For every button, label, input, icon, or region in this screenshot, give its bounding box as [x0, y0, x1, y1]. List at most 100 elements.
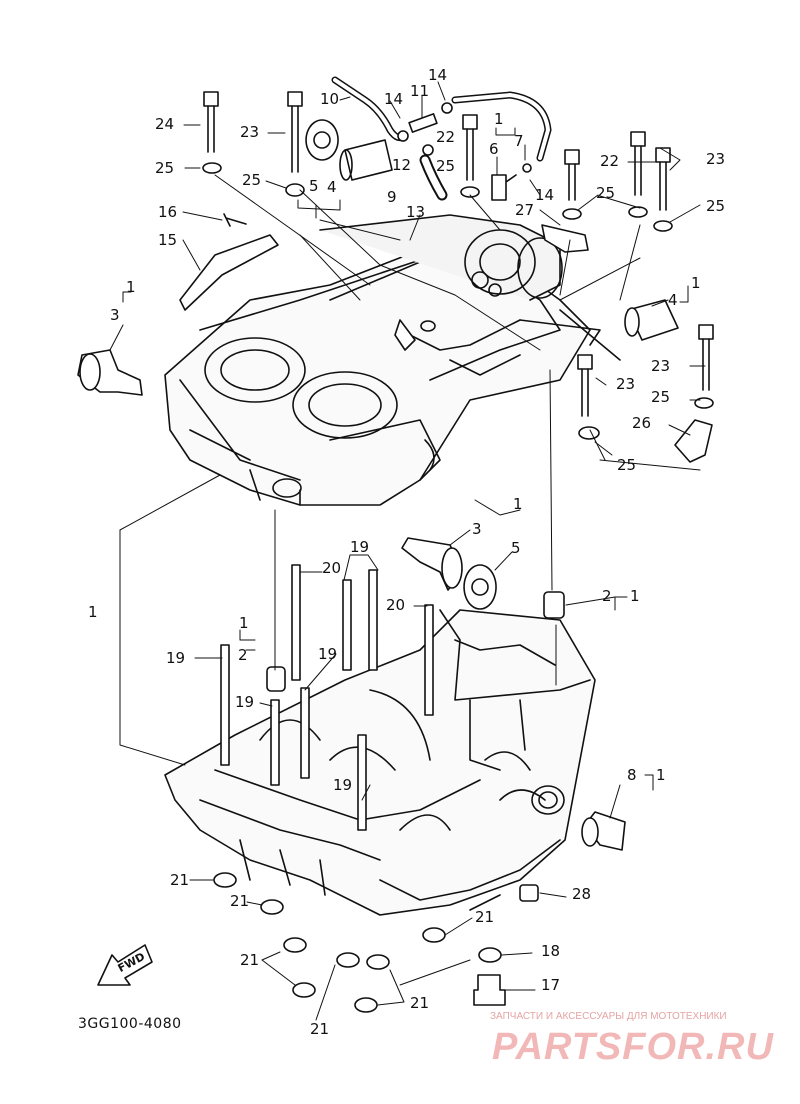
gasket-15 [179, 234, 279, 311]
callout-25: 25 [436, 157, 456, 175]
bolt-22a [462, 114, 478, 181]
lower-crankcase [164, 609, 596, 916]
leader-lines [109, 81, 706, 1021]
clip-14c [522, 163, 532, 173]
washer-25h [578, 426, 600, 440]
callout-1: 1 [656, 766, 666, 784]
callout-6: 6 [489, 140, 499, 158]
callout-19: 19 [333, 776, 353, 794]
bracket-26 [674, 419, 713, 463]
callout-23: 23 [706, 150, 726, 168]
clip-14b [397, 130, 409, 142]
callout-3: 3 [472, 520, 482, 538]
studs [220, 564, 434, 831]
callout-7: 7 [514, 132, 524, 150]
washer-25b [285, 183, 305, 197]
callout-1: 1 [88, 603, 98, 621]
bolt-23a [287, 91, 303, 173]
callout-1: 1 [494, 110, 504, 128]
callout-24: 24 [155, 115, 175, 133]
callout-2: 2 [602, 587, 612, 605]
callout-21: 21 [240, 951, 260, 969]
callout-25: 25 [596, 184, 616, 202]
fwd-arrow [97, 944, 153, 986]
callout-17: 17 [541, 976, 561, 994]
fitting-6 [491, 174, 517, 201]
callout-13: 13 [406, 203, 426, 221]
callout-1: 1 [513, 495, 523, 513]
clip-12 [422, 144, 434, 156]
callout-19: 19 [166, 649, 186, 667]
callout-25: 25 [242, 171, 262, 189]
seal-5a [305, 119, 339, 161]
callout-4: 4 [668, 291, 678, 309]
fitting-11 [408, 113, 438, 133]
watermark-tagline: ЗАПЧАСТИ И АКСЕССУАРЫ ДЛЯ МОТОТЕХНИКИ [490, 1011, 727, 1022]
callout-21: 21 [475, 908, 495, 926]
callout-1: 1 [239, 614, 249, 632]
callout-20: 20 [322, 559, 342, 577]
nuts-21 [213, 872, 446, 1013]
bolt-24 [203, 91, 219, 153]
callout-1: 1 [126, 278, 136, 296]
callout-25: 25 [651, 388, 671, 406]
callout-25: 25 [617, 456, 637, 474]
callout-3: 3 [110, 306, 120, 324]
callout-21: 21 [170, 871, 190, 889]
callout-26: 26 [632, 414, 652, 432]
washer-25a [202, 162, 222, 174]
callout-11: 11 [410, 82, 430, 100]
bolt-16 [223, 213, 247, 227]
callout-25: 25 [706, 197, 726, 215]
seal-5b [463, 564, 497, 610]
callout-22: 22 [436, 128, 456, 146]
callout-8: 8 [627, 766, 637, 784]
callout-23: 23 [240, 123, 260, 141]
washer-18 [478, 947, 502, 963]
callout-14: 14 [428, 66, 448, 84]
callout-21: 21 [410, 994, 430, 1012]
callout-5: 5 [511, 539, 521, 557]
callout-4: 4 [327, 178, 337, 196]
bearing-4a [344, 139, 393, 181]
callout-23: 23 [616, 375, 636, 393]
callout-18: 18 [541, 942, 561, 960]
callout-12: 12 [392, 156, 412, 174]
callout-1: 1 [691, 274, 701, 292]
upper-crankcase [164, 214, 621, 506]
bolt-23e [577, 354, 593, 417]
callout-19: 19 [235, 693, 255, 711]
bolt-23d [698, 324, 714, 391]
callout-21: 21 [230, 892, 250, 910]
callout-15: 15 [158, 231, 178, 249]
bracket-27 [541, 224, 589, 253]
callout-20: 20 [386, 596, 406, 614]
callout-1: 1 [630, 587, 640, 605]
bolt-23c [655, 147, 671, 211]
bolt-23b [630, 131, 646, 196]
watermark-brand: PARTSFOR.RU [492, 1026, 774, 1068]
washer-25c [460, 186, 480, 198]
plug-28 [519, 884, 539, 902]
callout-23: 23 [651, 357, 671, 375]
callout-10: 10 [320, 90, 340, 108]
clip-14a [441, 102, 453, 114]
callout-28: 28 [572, 885, 592, 903]
dowel-2b [266, 666, 286, 692]
callout-14: 14 [384, 90, 404, 108]
washer-25f [653, 220, 673, 232]
drain-plug-17 [473, 974, 506, 1006]
callout-22: 22 [600, 152, 620, 170]
callout-19: 19 [350, 538, 370, 556]
callout-25: 25 [155, 159, 175, 177]
diagram-code: 3GG100-4080 [78, 1016, 182, 1032]
callout-5: 5 [309, 177, 319, 195]
callout-21: 21 [310, 1020, 330, 1038]
washer-25e [628, 206, 648, 218]
bolt-22b [564, 149, 580, 201]
callout-27: 27 [515, 201, 535, 219]
callout-2: 2 [238, 646, 248, 664]
callout-16: 16 [158, 203, 178, 221]
callout-14: 14 [535, 186, 555, 204]
